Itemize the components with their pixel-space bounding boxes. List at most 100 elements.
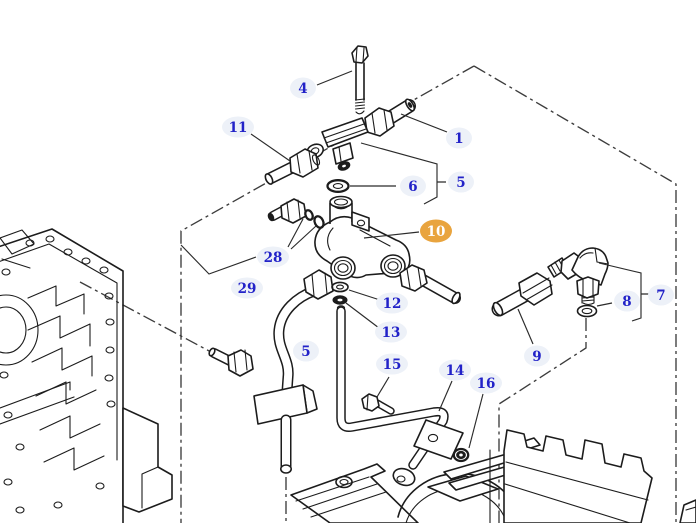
- engine-block-shape: [31, 347, 93, 377]
- callout-29[interactable]: 29: [231, 277, 263, 299]
- callout-8-bg[interactable]: [614, 290, 640, 312]
- callout-29-bg[interactable]: [231, 277, 263, 299]
- part-valve-10-shape: [387, 261, 399, 271]
- callout-16[interactable]: 16: [470, 372, 502, 394]
- engine-block-bolt-holes-shape: [45, 235, 55, 243]
- callout-28-bg[interactable]: [257, 246, 289, 268]
- engine-block-shape: [27, 285, 85, 315]
- callout-13[interactable]: 13: [375, 321, 407, 343]
- engine-block-bolt-holes-shape: [25, 239, 35, 247]
- callout-14-bg[interactable]: [439, 359, 471, 381]
- machinery-bottom-shape: [302, 483, 378, 510]
- callout-11[interactable]: 11: [222, 116, 254, 138]
- leader-1: [400, 113, 448, 133]
- callout-7[interactable]: 7: [648, 284, 674, 306]
- part-bolt-15-shape: [366, 394, 369, 411]
- callout-11-bg[interactable]: [222, 116, 254, 138]
- pipe-14-bracket: [413, 419, 464, 460]
- part-tube-9-shape: [522, 277, 553, 301]
- part-washer-12-shape: [336, 284, 344, 290]
- callout-28-label: 28: [264, 250, 283, 266]
- part-fitting-right-shape: [406, 266, 422, 289]
- callout-10[interactable]: 10: [420, 219, 452, 243]
- engine-block-bolt-holes-shape: [105, 318, 115, 326]
- leader-16: [468, 393, 484, 449]
- callout-5-lower[interactable]: 5: [293, 340, 319, 362]
- part-tee-fitting-shape: [332, 142, 354, 165]
- callout-12[interactable]: 12: [376, 292, 408, 314]
- callout-15[interactable]: 15: [376, 353, 408, 375]
- part-tee-fitting-shape: [342, 164, 346, 168]
- part-fitting-right-shape: [418, 275, 460, 303]
- callout-5-lower-bg[interactable]: [293, 340, 319, 362]
- part-pipe-5-shape: [279, 464, 292, 474]
- callout-1-bg[interactable]: [446, 127, 472, 149]
- callout-10-bg[interactable]: [420, 219, 452, 243]
- part-fitting-11-shape: [296, 150, 313, 174]
- part-plug-lower-left-shape: [227, 349, 254, 377]
- callout-6-bg[interactable]: [400, 175, 426, 197]
- engine-block-bolt-holes-shape: [1, 268, 11, 276]
- callout-5-upper-label: 5: [456, 175, 465, 191]
- engine-block-bolt-holes-shape: [104, 374, 114, 382]
- machinery-bottom-shape: [335, 475, 353, 489]
- leader-9: [517, 308, 534, 345]
- callout-9[interactable]: 9: [524, 345, 550, 367]
- part-pipe-5: [253, 269, 334, 474]
- callout-6[interactable]: 6: [400, 175, 426, 197]
- boundary-right: [473, 65, 677, 523]
- part-washer-6-shape: [332, 183, 344, 189]
- part-pipe-14-shape: [396, 475, 406, 483]
- part-tube-9: [491, 272, 553, 317]
- part-fitting-11: [264, 148, 321, 185]
- callout-1[interactable]: 1: [446, 127, 472, 149]
- leader-10: [363, 231, 420, 239]
- callout-12-bg[interactable]: [376, 292, 408, 314]
- part-tee-fitting-shape: [338, 146, 342, 162]
- callout-7-bg[interactable]: [648, 284, 674, 306]
- part-oring-8-shape: [581, 307, 593, 315]
- machinery-bottom-shape: [310, 491, 387, 518]
- callout-15-bg[interactable]: [376, 353, 408, 375]
- part-elbow-7: [547, 247, 609, 306]
- engine-block-bolt-holes-shape: [3, 478, 13, 486]
- callout-6-label: 6: [408, 179, 417, 195]
- part-bolt-15-shape: [361, 393, 380, 412]
- callout-16-bg[interactable]: [470, 372, 502, 394]
- callout-13-bg[interactable]: [375, 321, 407, 343]
- callout-8[interactable]: 8: [614, 290, 640, 312]
- machinery-bottom-shape: [339, 478, 349, 486]
- leader-8: [596, 302, 613, 307]
- callout-1-label: 1: [454, 131, 463, 147]
- engine-block-bolt-holes-shape: [81, 257, 91, 265]
- callout-9-bg[interactable]: [524, 345, 550, 367]
- callout-5-upper-bg[interactable]: [448, 171, 474, 193]
- part-valve-10-shape: [333, 259, 353, 277]
- part-valve-10-shape: [327, 227, 391, 251]
- callout-4-label: 4: [298, 81, 307, 97]
- part-fitting-1-shape: [371, 109, 388, 134]
- part-valve-10-shape: [351, 211, 370, 232]
- part-valve-10-shape: [333, 198, 349, 206]
- part-fitting-1-shape: [407, 102, 413, 108]
- callout-13-label: 13: [382, 325, 401, 341]
- leader-lines: [180, 70, 649, 449]
- callout-7-label: 7: [656, 288, 665, 304]
- part-pipe-14-shape: [427, 433, 439, 443]
- callout-28[interactable]: 28: [257, 246, 289, 268]
- part-tee-fitting-shape: [323, 123, 367, 144]
- part-valve-10: [314, 195, 411, 280]
- part-valve-10-shape: [356, 219, 366, 227]
- part-washer-6: [326, 179, 350, 193]
- leader-28: [287, 218, 317, 250]
- engine-block-bolt-holes-shape: [99, 266, 109, 274]
- part-elbow-7-shape: [579, 247, 609, 265]
- callout-4-bg[interactable]: [290, 77, 316, 99]
- mount-line-block-to-plug: [79, 281, 212, 353]
- callout-16-label: 16: [477, 376, 496, 392]
- callout-14[interactable]: 14: [439, 359, 471, 381]
- engine-block-shape: [0, 243, 118, 461]
- callout-5-upper[interactable]: 5: [448, 171, 474, 193]
- callout-4[interactable]: 4: [290, 77, 316, 99]
